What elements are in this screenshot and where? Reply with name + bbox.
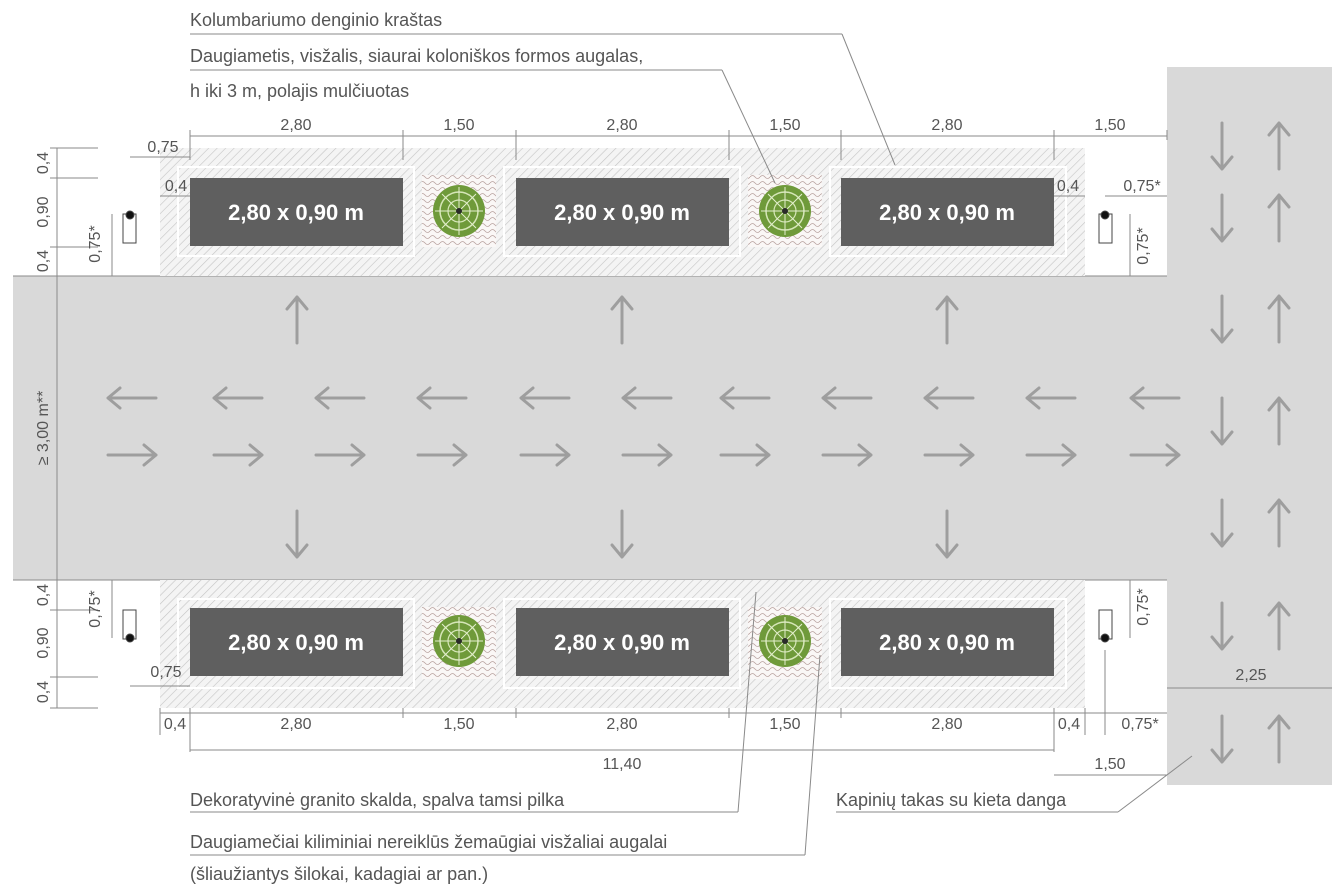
- plot-top-1-label: 2,80 x 0,90 m: [228, 200, 364, 225]
- top-row: 2,80 x 0,90 m 2,80 x 0,90 m 2,80 x 0,90 …: [177, 166, 1067, 257]
- callout-path: Kapinių takas su kieta danga: [836, 790, 1067, 810]
- callout-groundcover-line2: (šliaužiantys šilokai, kadagiai ar pan.): [190, 864, 488, 884]
- svg-text:0,90: 0,90: [35, 627, 52, 658]
- svg-text:2,25: 2,25: [1235, 667, 1266, 684]
- svg-text:2,80: 2,80: [606, 716, 637, 733]
- dimension-lines: [50, 33, 1332, 856]
- callout-granite: Dekoratyvinė granito skalda, spalva tams…: [190, 790, 565, 810]
- plant-icon: [433, 185, 485, 237]
- svg-text:2,80: 2,80: [280, 117, 311, 134]
- svg-text:1,50: 1,50: [769, 716, 800, 733]
- svg-text:0,75: 0,75: [150, 664, 181, 681]
- svg-text:0,4: 0,4: [35, 584, 52, 606]
- vertical-path: [1167, 67, 1332, 785]
- svg-text:0,75*: 0,75*: [1121, 716, 1158, 733]
- svg-text:1,50: 1,50: [1094, 756, 1125, 773]
- plot-bottom-1-label: 2,80 x 0,90 m: [228, 630, 364, 655]
- plant-icon: [433, 615, 485, 667]
- direction-arrows: [106, 121, 1291, 764]
- svg-text:0,4: 0,4: [164, 716, 186, 733]
- callout-plant-line1: Daugiametis, visžalis, siaurai koloniško…: [190, 46, 643, 66]
- plot-top-2: [516, 178, 729, 246]
- svg-text:0,75*: 0,75*: [1123, 178, 1160, 195]
- svg-text:11,40: 11,40: [603, 756, 642, 773]
- svg-text:0,75*: 0,75*: [87, 590, 104, 627]
- plot-bottom-1: [190, 608, 403, 676]
- plant-icon: [759, 615, 811, 667]
- svg-text:0,4: 0,4: [35, 152, 52, 174]
- svg-text:1,50: 1,50: [769, 117, 800, 134]
- svg-text:0,75: 0,75: [147, 139, 178, 156]
- callout-groundcover-line1: Daugiamečiai kiliminiai nereiklūs žemaūg…: [190, 832, 667, 852]
- plot-top-1: [190, 178, 403, 246]
- plot-bottom-3-label: 2,80 x 0,90 m: [879, 630, 1015, 655]
- plot-top-3: [841, 178, 1054, 246]
- svg-text:1,50: 1,50: [443, 716, 474, 733]
- svg-text:2,80: 2,80: [931, 716, 962, 733]
- plot-bottom-3: [841, 608, 1054, 676]
- plot-bottom-2-label: 2,80 x 0,90 m: [554, 630, 690, 655]
- svg-text:0,75*: 0,75*: [1135, 588, 1152, 625]
- svg-text:2,80: 2,80: [606, 117, 637, 134]
- svg-text:0,4: 0,4: [35, 250, 52, 272]
- plot-top-3-label: 2,80 x 0,90 m: [879, 200, 1015, 225]
- callout-columbarium-edge: Kolumbariumo denginio kraštas: [190, 10, 442, 30]
- svg-text:0,75*: 0,75*: [1135, 227, 1152, 264]
- svg-text:1,50: 1,50: [1094, 117, 1125, 134]
- svg-text:0,4: 0,4: [165, 178, 187, 195]
- svg-text:0,4: 0,4: [1058, 716, 1080, 733]
- svg-text:0,90: 0,90: [35, 196, 52, 227]
- callout-plant-line2: h iki 3 m, polajis mulčiuotas: [190, 81, 409, 101]
- plot-top-2-label: 2,80 x 0,90 m: [554, 200, 690, 225]
- plot-bottom-2: [516, 608, 729, 676]
- dimension-labels: 2,80 1,50 2,80 1,50 2,80 1,50 0,75 0,4 0…: [35, 117, 1267, 773]
- svg-text:1,50: 1,50: [443, 117, 474, 134]
- horizontal-path: [13, 276, 1167, 580]
- svg-text:0,4: 0,4: [35, 681, 52, 703]
- svg-text:2,80: 2,80: [280, 716, 311, 733]
- marker-posts: [122, 210, 1113, 643]
- svg-text:0,75*: 0,75*: [87, 225, 104, 262]
- plant-icon: [759, 185, 811, 237]
- svg-text:0,4: 0,4: [1057, 178, 1079, 195]
- bottom-row: 2,80 x 0,90 m 2,80 x 0,90 m 2,80 x 0,90 …: [177, 598, 1067, 689]
- svg-text:≥ 3,00 m**: ≥ 3,00 m**: [35, 391, 52, 466]
- svg-text:2,80: 2,80: [931, 117, 962, 134]
